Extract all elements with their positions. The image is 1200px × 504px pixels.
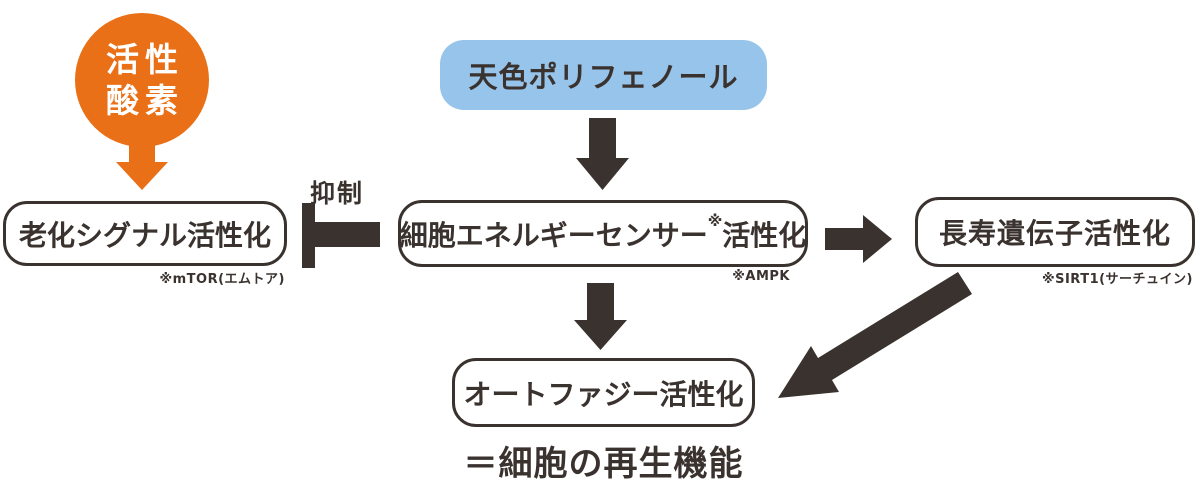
orange-down-arrow-icon	[116, 140, 168, 190]
polyphenol-source-label: 天色ポリフェノール	[468, 60, 739, 94]
aging-signal-footnote: ※mTOR(エムトア)	[159, 272, 285, 287]
energy-sensor-box: 細胞エネルギーセンサー※活性化	[398, 200, 808, 267]
energy-sensor-ref-mark: ※	[707, 212, 723, 230]
longevity-gene-box: 長寿遺伝子活性化	[915, 197, 1195, 267]
aging-signal-label: 老化シグナル活性化	[18, 218, 271, 252]
longevity-gene-footnote: ※SIRT1(サーチュイン)	[1041, 272, 1193, 287]
polyphenol-source-box: 天色ポリフェノール	[440, 40, 767, 110]
autophagy-label: オートファジー活性化	[463, 377, 744, 411]
longevity-gene-label: 長寿遺伝子活性化	[938, 217, 1171, 250]
right-arrow-icon	[825, 215, 892, 263]
down-arrow-icon	[576, 118, 629, 190]
inhibition-label: 抑制	[310, 179, 365, 208]
down-arrow-icon	[574, 283, 627, 350]
energy-sensor-label-main: 細胞エネルギーセンサー	[399, 218, 708, 252]
bubble-line-1: 活性	[106, 39, 184, 79]
aging-signal-box: 老化シグナル活性化	[3, 201, 287, 266]
t-bar-inhibition-icon	[302, 203, 380, 268]
energy-sensor-label-tail: 活性化	[722, 218, 807, 252]
diagonal-arrow-icon	[778, 272, 972, 398]
energy-sensor-footnote: ※AMPK	[732, 269, 790, 284]
reactive-oxygen-bubble: 活性 酸素	[75, 13, 209, 147]
autophagy-box: オートファジー活性化	[452, 358, 755, 427]
bubble-line-2: 酸素	[106, 81, 184, 120]
conclusion-text: ＝細胞の再生機能	[463, 444, 744, 484]
